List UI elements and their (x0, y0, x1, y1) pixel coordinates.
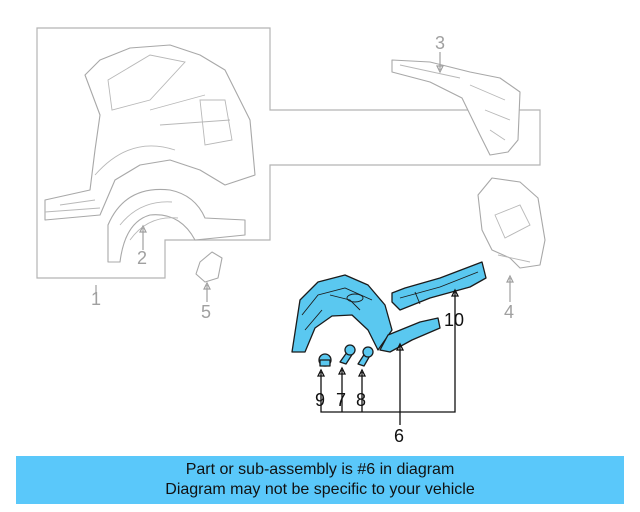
rear-rail-part-3 (391, 59, 521, 156)
nut-part-9 (318, 353, 332, 367)
callout-9: 9 (315, 390, 325, 410)
assembly-1-frame (36, 27, 541, 279)
bolt-part-8 (357, 346, 374, 367)
callout-5: 5 (201, 302, 211, 322)
callout-4: 4 (504, 302, 514, 322)
bracket-part-4 (477, 177, 546, 269)
callout-3: 3 (435, 33, 445, 53)
bolt-part-7 (339, 344, 356, 365)
callout-1: 1 (91, 289, 101, 309)
rail-panel-part-6-lower (379, 317, 441, 353)
rail-panel-part-6-upper (391, 261, 487, 311)
callout-10: 10 (444, 310, 464, 330)
quarter-panel-part-1 (44, 44, 256, 221)
callout-2: 2 (137, 248, 147, 268)
parts-diagram: 1 2 3 4 5 6 7 8 9 10 (36, 27, 546, 446)
banner-line-disclaimer: Diagram may not be specific to your vehi… (165, 481, 475, 498)
banner-line-part: Part or sub-assembly is #6 in diagram (185, 461, 455, 478)
callout-6: 6 (394, 426, 404, 446)
callout-8: 8 (356, 390, 366, 410)
part-info-banner: Part or sub-assembly is #6 in diagram Di… (16, 456, 624, 504)
inner-wheelhouse-part-2 (107, 188, 246, 263)
callout-7: 7 (336, 390, 346, 410)
wheelhouse-part-6 (291, 274, 393, 353)
clip-part-5 (195, 251, 223, 283)
